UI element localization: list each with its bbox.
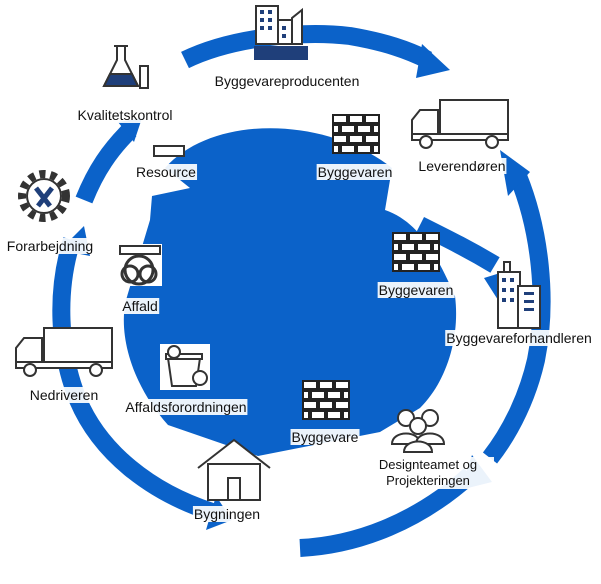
resource-label: Resource bbox=[135, 164, 197, 180]
processing-label: Forarbejdning bbox=[5, 238, 95, 254]
people-group-icon bbox=[390, 409, 446, 453]
truck-icon bbox=[411, 99, 509, 149]
waste-regulation-label: Affaldsforordningen bbox=[124, 399, 248, 415]
brick-wall-icon bbox=[301, 379, 351, 421]
building-label: Bygningen bbox=[192, 506, 262, 522]
waste-label: Affald bbox=[121, 298, 159, 314]
producer-label: Byggevareproducenten bbox=[213, 73, 361, 89]
gear-tools-icon bbox=[18, 170, 70, 222]
brick-wall-icon bbox=[331, 113, 381, 155]
bar-icon bbox=[153, 145, 185, 157]
dealer-label: Byggevareforhandleren bbox=[445, 330, 593, 346]
brick-wall-icon bbox=[391, 231, 441, 273]
house-icon bbox=[197, 438, 271, 501]
truck-icon bbox=[15, 327, 113, 377]
demolisher-label: Nedriveren bbox=[28, 387, 100, 403]
factory-icon bbox=[254, 5, 308, 60]
quality-label: Kvalitetskontrol bbox=[76, 107, 174, 123]
lab-flask-icon bbox=[102, 45, 149, 89]
product-label-1: Byggevaren bbox=[316, 164, 394, 180]
biohazard-icon bbox=[116, 244, 162, 286]
product-label-2: Byggevaren bbox=[377, 282, 455, 298]
design-label: Designteamet og Projekteringen bbox=[362, 457, 494, 489]
supplier-label: Leverendøren bbox=[417, 158, 507, 174]
waste-bin-icon bbox=[160, 344, 210, 390]
product-label-3: Byggevare bbox=[290, 429, 360, 445]
office-buildings-icon bbox=[497, 261, 541, 329]
